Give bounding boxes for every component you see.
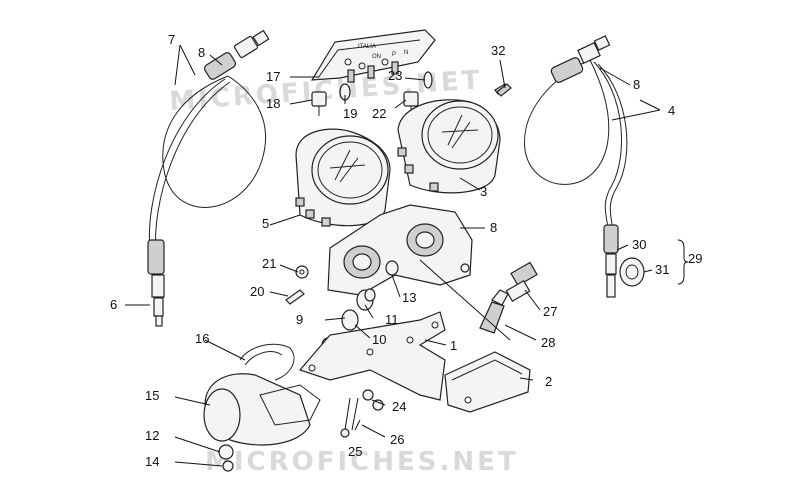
callout-2: 2 <box>545 374 552 389</box>
callout-28: 27 <box>543 304 557 319</box>
callout-17: 16 <box>195 331 209 346</box>
callout-26: 25 <box>348 444 362 459</box>
callout-30: 29 <box>688 251 702 266</box>
leader-lines <box>125 44 689 467</box>
callout-3: 3 <box>480 184 487 199</box>
callout-29: 28 <box>541 335 555 350</box>
right-gauge <box>397 99 501 194</box>
left-speedometer-cable <box>147 29 270 327</box>
left-gauge <box>295 128 391 227</box>
callout-32: 31 <box>655 262 669 277</box>
callout-5: 5 <box>262 216 269 231</box>
callout-4: 4 <box>668 103 675 118</box>
right-speedometer-cable <box>524 35 645 298</box>
callout-15: 14 <box>145 454 159 469</box>
cover-panel <box>444 351 531 413</box>
callout-22: 21 <box>262 256 276 271</box>
svg-text:N: N <box>404 50 408 56</box>
callout-10: 9 <box>296 312 303 327</box>
callout-16: 15 <box>145 388 159 403</box>
callout-21: 20 <box>250 284 264 299</box>
watermark-bottom: MICROFICHES.NET <box>205 447 519 477</box>
callout-27: 26 <box>390 432 404 447</box>
callout-25: 24 <box>392 399 406 414</box>
callout-12: 11 <box>385 312 399 327</box>
callout-31: 30 <box>632 237 646 252</box>
callout-33: 32 <box>491 43 505 58</box>
callout-18: 17 <box>266 69 280 84</box>
callout-labels: 7 8 6 17 18 19 22 23 32 8 4 3 8 5 21 20 … <box>110 32 702 469</box>
svg-text:ON: ON <box>372 54 381 60</box>
svg-text:P: P <box>392 52 396 58</box>
lower-bracket <box>298 311 446 401</box>
callout-11: 10 <box>372 332 386 347</box>
callout-8-left: 8 <box>198 45 205 60</box>
instrument-bracket <box>327 204 473 296</box>
svg-text:ITALIA: ITALIA <box>358 44 376 50</box>
callout-20: 19 <box>343 106 357 121</box>
horn-assembly <box>203 343 321 472</box>
callout-19: 18 <box>266 96 280 111</box>
callout-9: 8 <box>490 220 497 235</box>
callout-6: 6 <box>110 297 117 312</box>
callout-1: 1 <box>450 338 457 353</box>
callout-8-right: 8 <box>633 77 640 92</box>
bolts-group <box>340 389 384 438</box>
callout-7: 7 <box>168 32 175 47</box>
switch-connectors <box>479 83 538 334</box>
callout-13: 12 <box>145 428 159 443</box>
callout-14: 13 <box>402 290 416 305</box>
callout-24: 23 <box>388 68 402 83</box>
callout-23: 22 <box>372 106 386 121</box>
warning-light-panel: ITALIA ON P N <box>310 29 436 83</box>
